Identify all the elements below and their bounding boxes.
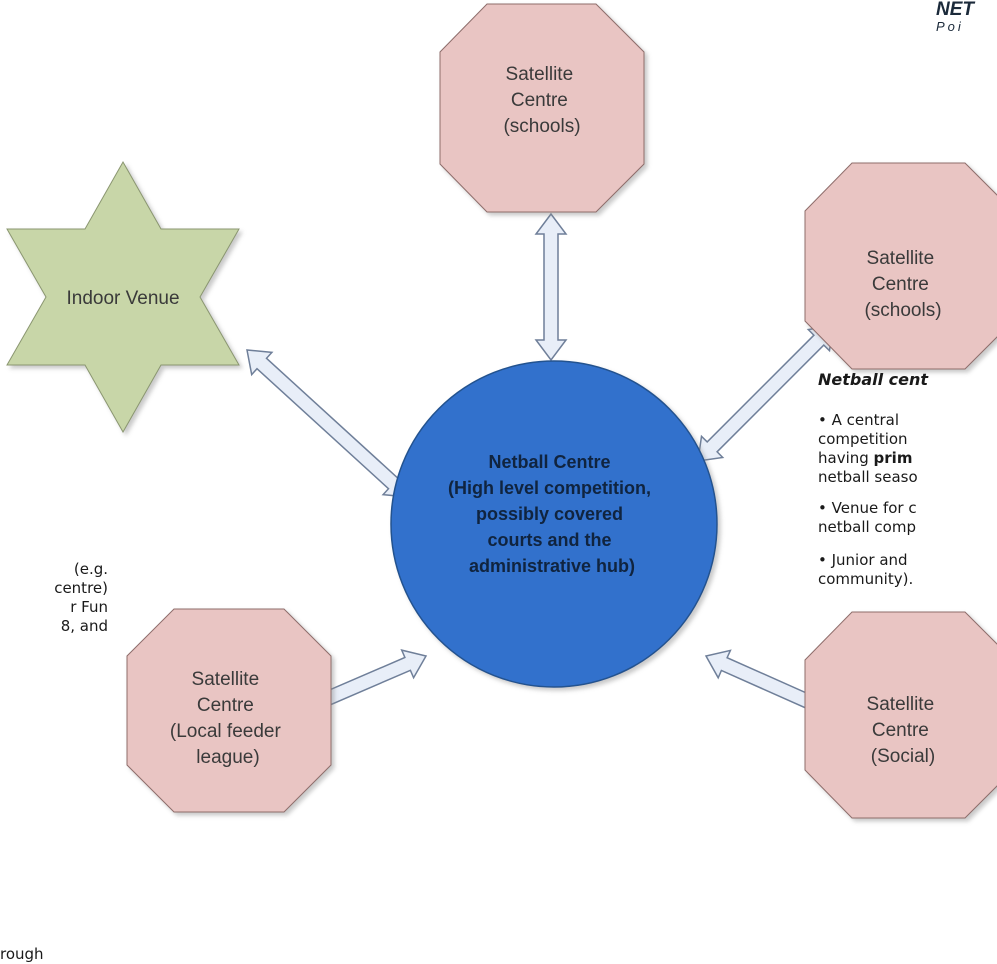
brand-line-1: NET — [936, 0, 974, 20]
satellite-right-node: Satellite Centre (schools) — [804, 162, 997, 370]
satellite-bottom-right-octagon — [804, 611, 997, 819]
satellite-top-octagon — [439, 3, 645, 213]
right-heading: Netball cent — [818, 370, 929, 389]
satellite-bottom-right-node: Satellite Centre (Social) — [804, 611, 997, 819]
indoor-venue-star — [6, 160, 240, 434]
brand-logo: NET Poi — [936, 0, 974, 34]
indoor-venue-node: Indoor Venue — [6, 160, 240, 434]
satellite-bottom-left-label: Satellite Centre (Local feeder league) — [170, 669, 286, 768]
satellite-right-octagon — [804, 162, 997, 370]
right-bullet-1-line-4: netball seaso — [818, 468, 918, 486]
right-bullet-1-line-1: • A central — [818, 411, 900, 429]
arrow-right — [697, 325, 834, 462]
left-text-line-1: (e.g. — [73, 560, 108, 578]
brand-line-2: Poi — [936, 19, 964, 34]
netball-centre-hub: Netball Centre (High level competition, … — [390, 360, 718, 688]
satellite-bottom-left-octagon — [126, 608, 332, 813]
hub-label: Netball Centre (High level competition, … — [448, 452, 656, 576]
right-bullet-1-line-3-bold: prim — [873, 449, 913, 467]
indoor-venue-label: Indoor Venue — [66, 288, 179, 309]
satellite-top-node: Satellite Centre (schools) — [439, 3, 645, 213]
right-bullet-2-line-2: netball comp — [818, 518, 916, 536]
arrow-indoor — [246, 349, 409, 498]
satellite-right-label: Satellite Centre (schools) — [864, 248, 941, 321]
left-text-line-3: r Fun — [70, 598, 108, 616]
satellite-top-label: Satellite Centre (schools) — [503, 64, 580, 137]
hub-circle — [390, 360, 718, 688]
satellite-bottom-left-node: Satellite Centre (Local feeder league) — [126, 608, 332, 813]
right-bullet-3-line-2: community). — [818, 570, 914, 588]
left-text-line-4: 8, and — [60, 617, 108, 635]
satellite-bottom-right-label: Satellite Centre (Social) — [867, 694, 940, 767]
arrow-top — [534, 212, 568, 362]
right-bullet-1-line-3-text: having — [818, 449, 874, 467]
right-bullet-2-line-1: • Venue for c — [818, 499, 917, 517]
right-bullet-3-line-1: • Junior and — [818, 551, 908, 569]
left-text-line-5: rough — [0, 945, 44, 963]
right-bullet-1-line-3: having prim — [818, 449, 912, 468]
right-bullet-1-line-2: competition — [818, 430, 908, 448]
left-text-line-2: centre) — [54, 579, 108, 597]
